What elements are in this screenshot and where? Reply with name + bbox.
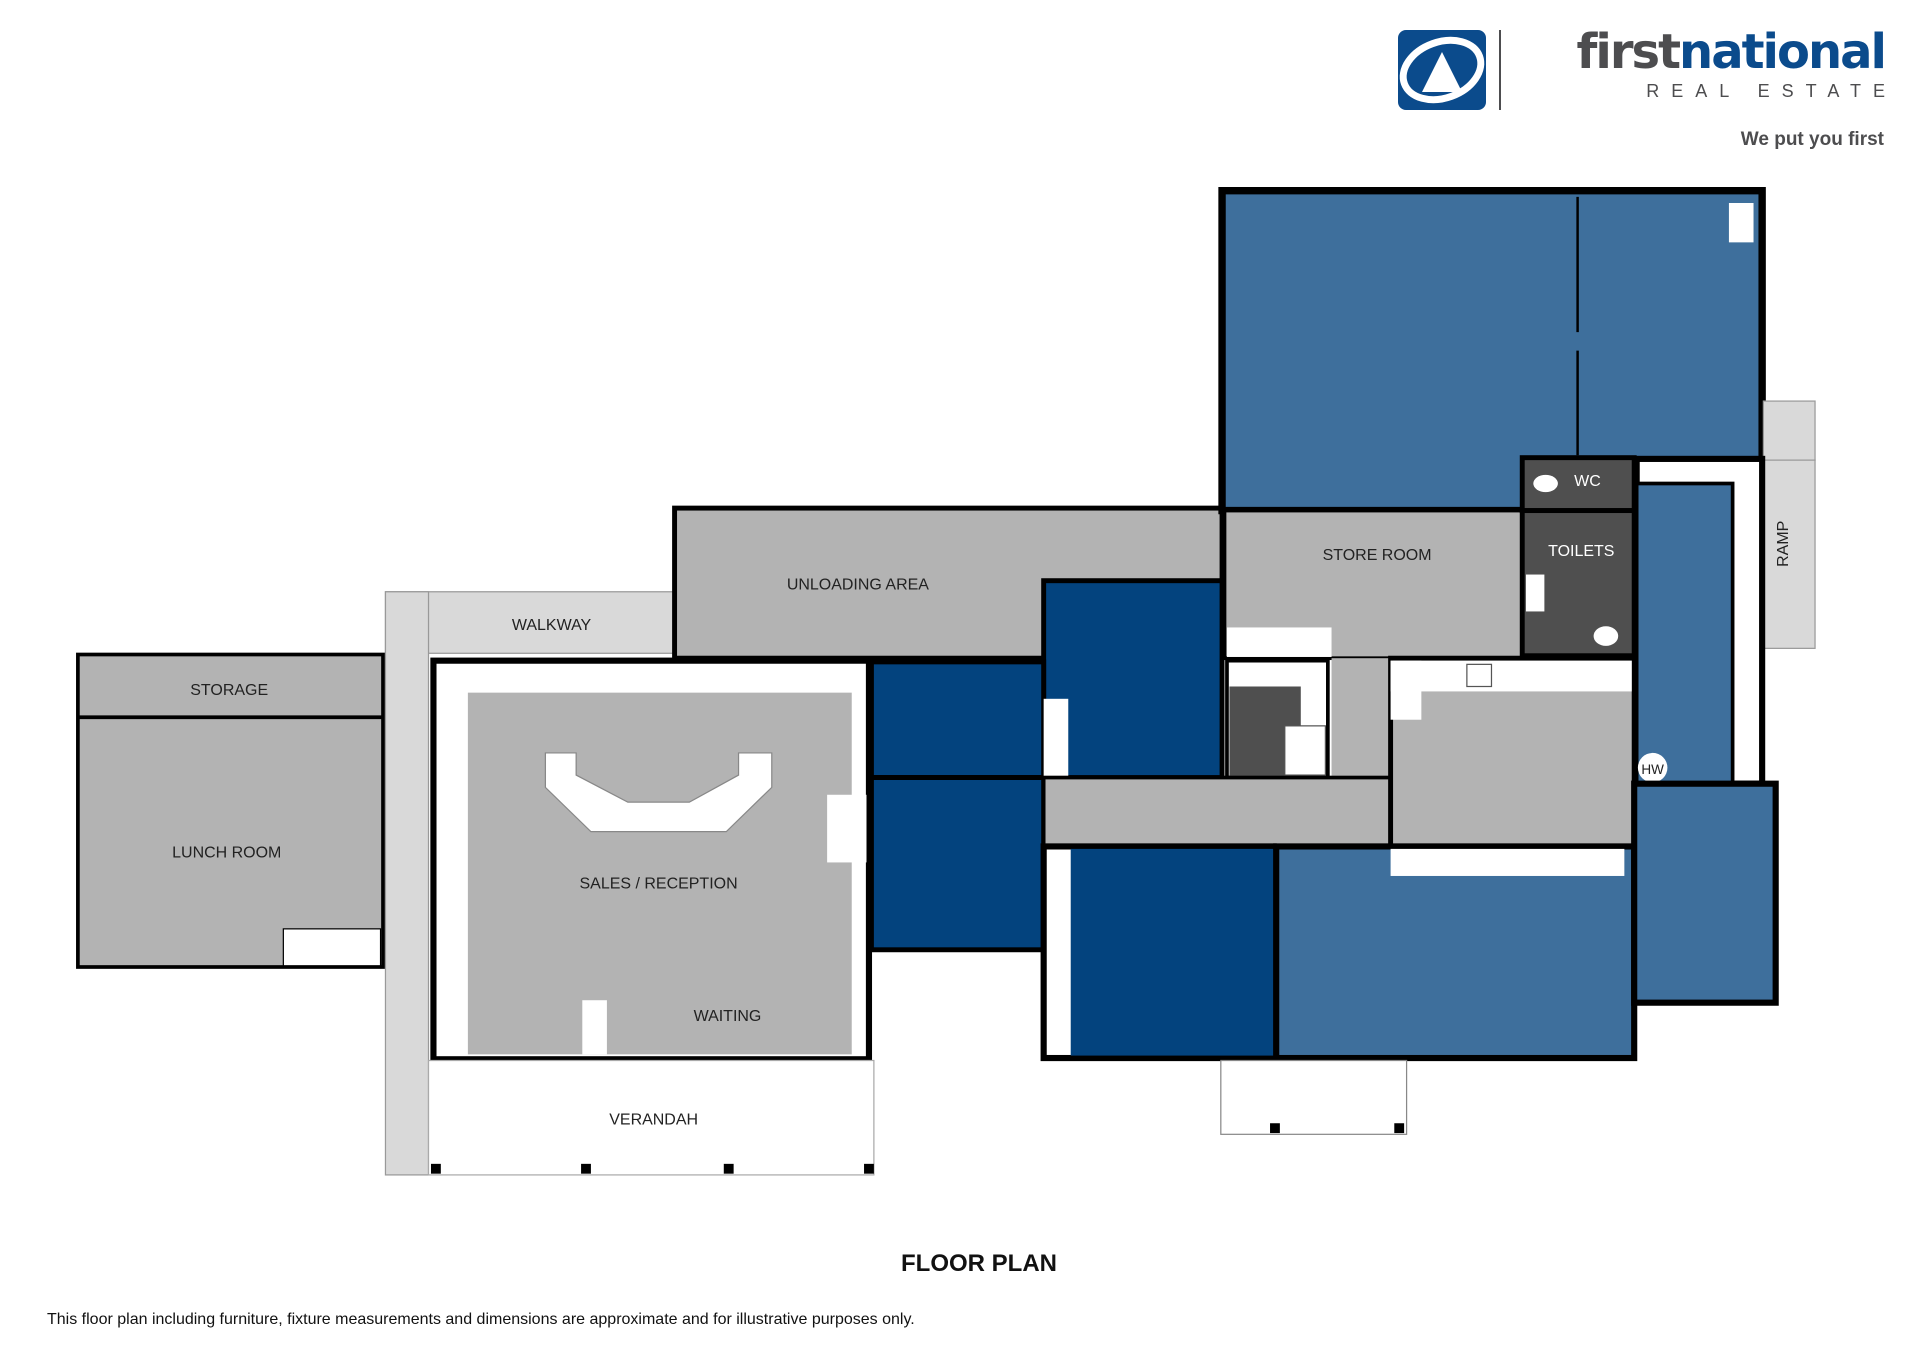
hot-water-unit — [1637, 752, 1668, 783]
label-waiting: WAITING — [694, 1008, 762, 1025]
label-sales-reception: SALES / RECEPTION — [580, 875, 738, 892]
right-office — [1631, 780, 1779, 1006]
main-office — [1273, 843, 1638, 1062]
walkway-area — [384, 591, 676, 654]
verandah — [427, 1059, 875, 1176]
brand-name-national: national — [1679, 24, 1887, 80]
office-2 — [868, 659, 1047, 780]
label-hw: HW — [1641, 762, 1664, 777]
storage-lunch-block — [76, 652, 385, 969]
label-store-room: STORE ROOM — [1323, 547, 1432, 564]
label-walkway: WALKWAY — [512, 617, 592, 634]
plan-title: FLOOR PLAN — [901, 1250, 1057, 1277]
label-lunch-room: LUNCH ROOM — [172, 845, 281, 862]
brand-name: first national — [1576, 24, 1887, 80]
label-verandah: VERANDAH — [609, 1111, 698, 1128]
brand-name-first: first — [1576, 24, 1682, 80]
disclaimer: This floor plan including furniture, fix… — [47, 1311, 915, 1328]
logo-mark-icon — [1398, 30, 1501, 110]
hallway — [1041, 775, 1393, 849]
walkway-side — [384, 591, 430, 1176]
label-ramp: RAMP — [1775, 521, 1792, 567]
label-wc: WC — [1574, 473, 1601, 490]
office-4 — [1070, 848, 1274, 1056]
ramp — [1762, 459, 1816, 649]
entry-steps — [1220, 1059, 1408, 1135]
label-storage: STORAGE — [190, 682, 268, 699]
right-corridor — [1634, 481, 1735, 786]
brand-wordmark: first national REAL ESTATE — [1505, 24, 1887, 102]
brand-tagline: We put you first — [1740, 129, 1884, 150]
office-3 — [868, 775, 1047, 953]
label-unloading-area: UNLOADING AREA — [787, 576, 929, 593]
label-toilets: TOILETS — [1548, 543, 1614, 560]
brand-subtitle: REAL ESTATE — [1646, 81, 1897, 101]
office-1 — [1041, 578, 1225, 780]
